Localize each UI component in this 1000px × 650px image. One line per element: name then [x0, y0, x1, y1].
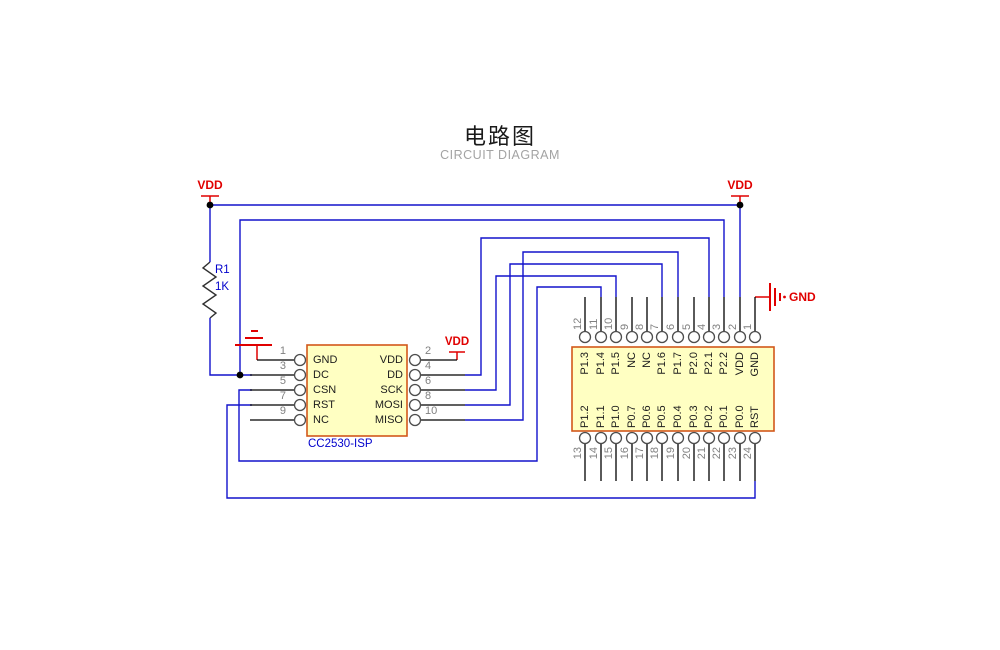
pin-number: 3: [279, 360, 286, 372]
pin-number: 7: [649, 323, 661, 330]
pin-label: VDD: [733, 352, 746, 376]
pin-number: 21: [696, 447, 708, 460]
pin-label: MOSI: [374, 399, 403, 411]
pin-label: P1.4: [594, 352, 607, 375]
header-connector-body: [571, 346, 775, 432]
pin-label: P0.6: [640, 405, 653, 428]
pin-label: DC: [313, 369, 329, 381]
pin-label: RST: [748, 406, 761, 428]
cc2530-ref: CC2530-ISP: [308, 438, 373, 450]
pin-label: P1.5: [609, 352, 622, 375]
wire-dd-to-p21: [465, 237, 710, 376]
pin-number: 12: [572, 317, 584, 330]
pin-number: 20: [681, 447, 693, 460]
pin-number: 6: [665, 323, 677, 330]
pin-circles: [293, 330, 762, 445]
wire-dc-to-p22: [239, 219, 725, 375]
pin-label: P0.0: [733, 405, 746, 428]
pin-number: 10: [425, 405, 438, 417]
pin-label: P0.7: [625, 405, 638, 428]
pin-number: 11: [588, 318, 600, 330]
pin-number: 1: [279, 345, 286, 357]
pin-label: P1.2: [578, 405, 591, 428]
pin-label: P1.1: [594, 405, 607, 428]
pin-number: 24: [742, 447, 754, 460]
page-subtitle: CIRCUIT DIAGRAM: [440, 148, 560, 162]
resistor-ref: R1: [215, 264, 230, 276]
pin-number: 13: [572, 447, 584, 460]
pin-label: P0.3: [687, 405, 700, 428]
junction-dots: [206, 201, 744, 379]
pin-label: MISO: [374, 414, 403, 426]
pin-label: P0.5: [655, 405, 668, 428]
pin-label: P1.3: [578, 352, 591, 375]
vdd-label-right: VDD: [727, 178, 753, 192]
pin-number: 18: [649, 447, 661, 460]
vdd-label-cc-pin2: VDD: [444, 336, 470, 348]
pin-number: 17: [634, 447, 646, 460]
resistor-value: 1K: [215, 281, 230, 293]
pin-label: DD: [387, 369, 403, 381]
gnd-label-right: GND: [789, 290, 816, 304]
wire-rst-to-rst: [226, 404, 756, 499]
pin-number: 5: [279, 375, 286, 387]
pin-number: 5: [681, 323, 693, 330]
pin-label: RST: [313, 399, 335, 411]
page-title: 电路图: [463, 124, 536, 149]
wire-sck-to-p15: [465, 275, 617, 391]
pin-stubs: [250, 297, 756, 481]
pin-number: 9: [279, 405, 286, 417]
pin-number: 2: [727, 323, 739, 330]
pin-label: P2.0: [687, 352, 700, 375]
pin-number: 8: [425, 390, 432, 402]
pin-number: 14: [588, 447, 600, 460]
pin-label: P0.4: [671, 405, 684, 428]
wire-r1-to-dc: [209, 318, 252, 376]
pin-label: P0.1: [717, 405, 730, 428]
pin-label: P1.0: [609, 405, 622, 428]
gnd-symbol-right: [755, 283, 786, 311]
pin-label: NC: [625, 352, 638, 368]
pin-number: 15: [603, 447, 615, 460]
pin-label: P1.6: [655, 352, 668, 375]
pin-number: 6: [425, 375, 432, 387]
pin-number: 19: [665, 447, 677, 460]
pin-number: 8: [634, 323, 646, 330]
wire-miso-to-p17: [465, 251, 679, 421]
pin-label: NC: [313, 414, 329, 426]
wire-csn-to-p14: [238, 286, 602, 462]
pin-label: P1.7: [671, 352, 684, 375]
pin-number: 1: [742, 323, 754, 330]
pin-number: 4: [696, 323, 708, 330]
pin-label: P2.1: [702, 352, 715, 375]
wire-mosi-to-p16: [465, 263, 663, 406]
gnd-symbol-left: [235, 330, 272, 360]
pin-label: P0.2: [702, 405, 715, 428]
pin-number: 23: [727, 447, 739, 460]
pin-label: NC: [640, 352, 653, 368]
pin-number: 22: [711, 447, 723, 460]
resistor-r1-symbol: [201, 261, 218, 319]
pin-label: CSN: [313, 384, 337, 396]
pin-label: VDD: [379, 354, 403, 366]
pin-number: 7: [279, 390, 286, 402]
pin-number: 3: [711, 323, 723, 330]
pin-label: SCK: [380, 384, 403, 396]
vdd-label-left: VDD: [197, 178, 223, 192]
vdd-symbol-cc-pin2: [449, 351, 465, 360]
pin-number: 10: [603, 317, 615, 330]
pin-number: 4: [425, 360, 432, 372]
pin-number: 2: [425, 345, 432, 357]
pin-label: P2.2: [717, 352, 730, 375]
cc2530-isp-body: [306, 344, 408, 437]
pin-number: 16: [619, 447, 631, 460]
pin-label: GND: [313, 354, 338, 366]
pin-label: GND: [748, 352, 761, 377]
pin-number: 9: [619, 323, 631, 330]
